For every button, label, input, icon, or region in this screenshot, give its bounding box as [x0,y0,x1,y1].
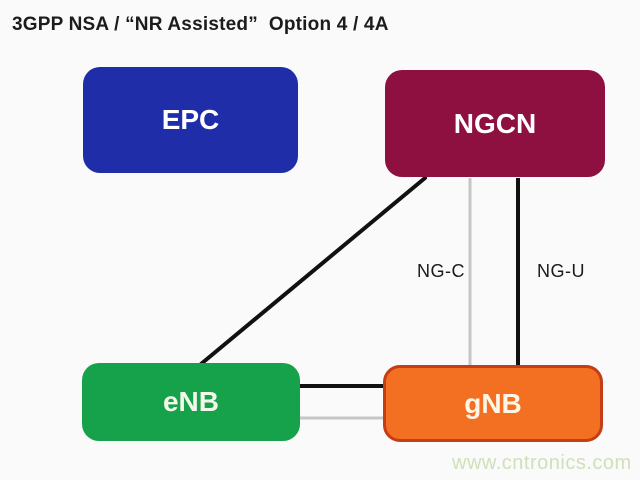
link-label-ng-c: NG-C [417,261,465,281]
node-enb: eNB [82,363,300,441]
link-label-ng-u: NG-U [537,261,585,281]
node-enb-label: eNB [162,386,219,417]
node-ngcn: NGCN [385,70,605,177]
diagram-title: 3GPP NSA / “NR Assisted” Option 4 / 4A [12,14,389,35]
watermark-text: www.cntronics.com [452,452,632,474]
link-line-ngcn-enb [199,176,427,366]
node-gnb-label: gNB [464,387,522,419]
node-ngcn-label: NGCN [453,107,537,139]
node-gnb: gNB [383,365,603,442]
node-epc-label: EPC [161,104,220,135]
node-epc: EPC [83,67,298,173]
